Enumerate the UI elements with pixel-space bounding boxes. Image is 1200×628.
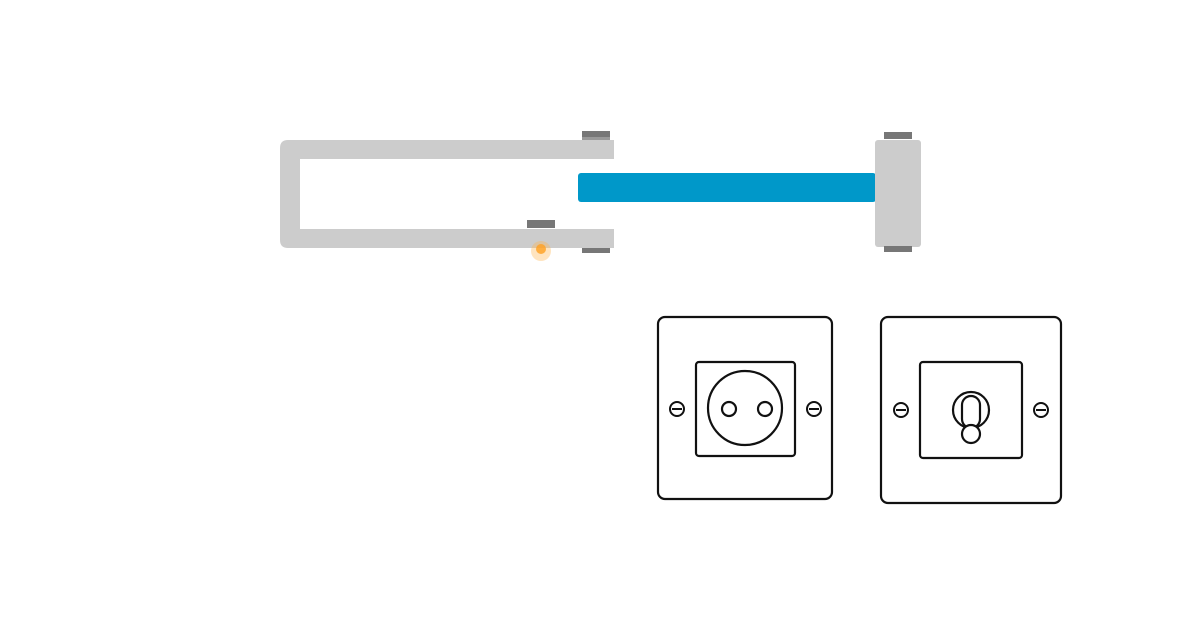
socket-screw-left-icon	[669, 401, 685, 417]
u-rail-bottom-end-cap	[582, 248, 610, 253]
socket-hole-right-icon	[756, 400, 774, 418]
indicator-core	[536, 244, 546, 254]
toggle-switch	[879, 315, 1063, 505]
switch-screw-right-icon	[1033, 402, 1049, 418]
end-block-top-cap	[884, 132, 912, 139]
socket-face	[706, 369, 784, 447]
u-rail-top-end-cap-lower	[582, 137, 610, 140]
indicator-light	[531, 241, 551, 261]
u-shaped-rail	[280, 131, 614, 253]
end-block-body	[875, 140, 921, 247]
end-block-bottom-cap	[884, 246, 912, 252]
sliding-bar	[578, 173, 876, 202]
u-rail-body	[280, 140, 614, 248]
u-rail-top-end-cap	[582, 131, 610, 139]
socket-hole-left-icon	[720, 400, 738, 418]
toggle-lever-icon	[951, 390, 991, 445]
switch-screw-left-icon	[893, 402, 909, 418]
socket-screw-right-icon	[806, 401, 822, 417]
end-block	[875, 132, 921, 252]
wall-socket	[656, 315, 834, 501]
u-rail-slider-cap	[527, 220, 555, 228]
